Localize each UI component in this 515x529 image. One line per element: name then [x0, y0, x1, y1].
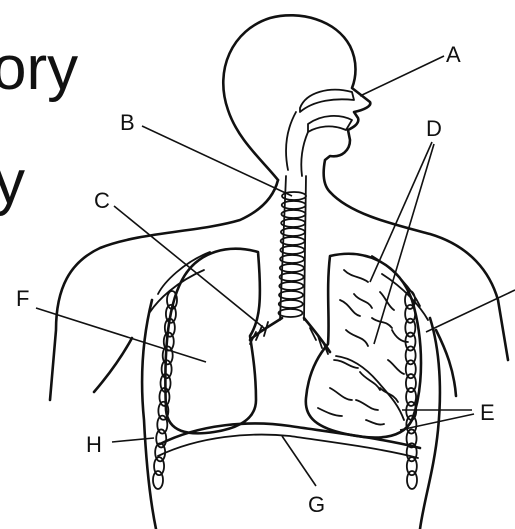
nasal-cavity — [286, 90, 354, 176]
body-outline — [50, 15, 508, 529]
rib-cage-left — [150, 252, 210, 489]
trachea-ring — [280, 255, 304, 263]
label-e: E — [480, 400, 495, 425]
trachea-ring — [279, 291, 303, 299]
leader-lines — [36, 56, 515, 486]
trachea-ring — [281, 237, 305, 245]
left-lung — [165, 249, 260, 434]
diaphragm — [158, 423, 420, 458]
trachea-ring — [279, 300, 303, 308]
label-b: B — [120, 110, 135, 135]
rib-segment — [407, 471, 417, 489]
trachea-ring — [279, 282, 303, 290]
trachea-ring — [280, 273, 304, 281]
bronchi — [250, 318, 330, 354]
trachea-ring — [278, 309, 302, 317]
trachea-ring — [280, 264, 304, 272]
label-h: H — [86, 432, 102, 457]
trachea-ring — [280, 246, 304, 254]
label-g: G — [308, 492, 325, 517]
label-f: F — [16, 286, 29, 311]
trachea — [278, 176, 306, 320]
rib-segment — [153, 471, 163, 489]
label-c: C — [94, 188, 110, 213]
label-d: D — [426, 116, 442, 141]
label-a: A — [446, 42, 461, 67]
